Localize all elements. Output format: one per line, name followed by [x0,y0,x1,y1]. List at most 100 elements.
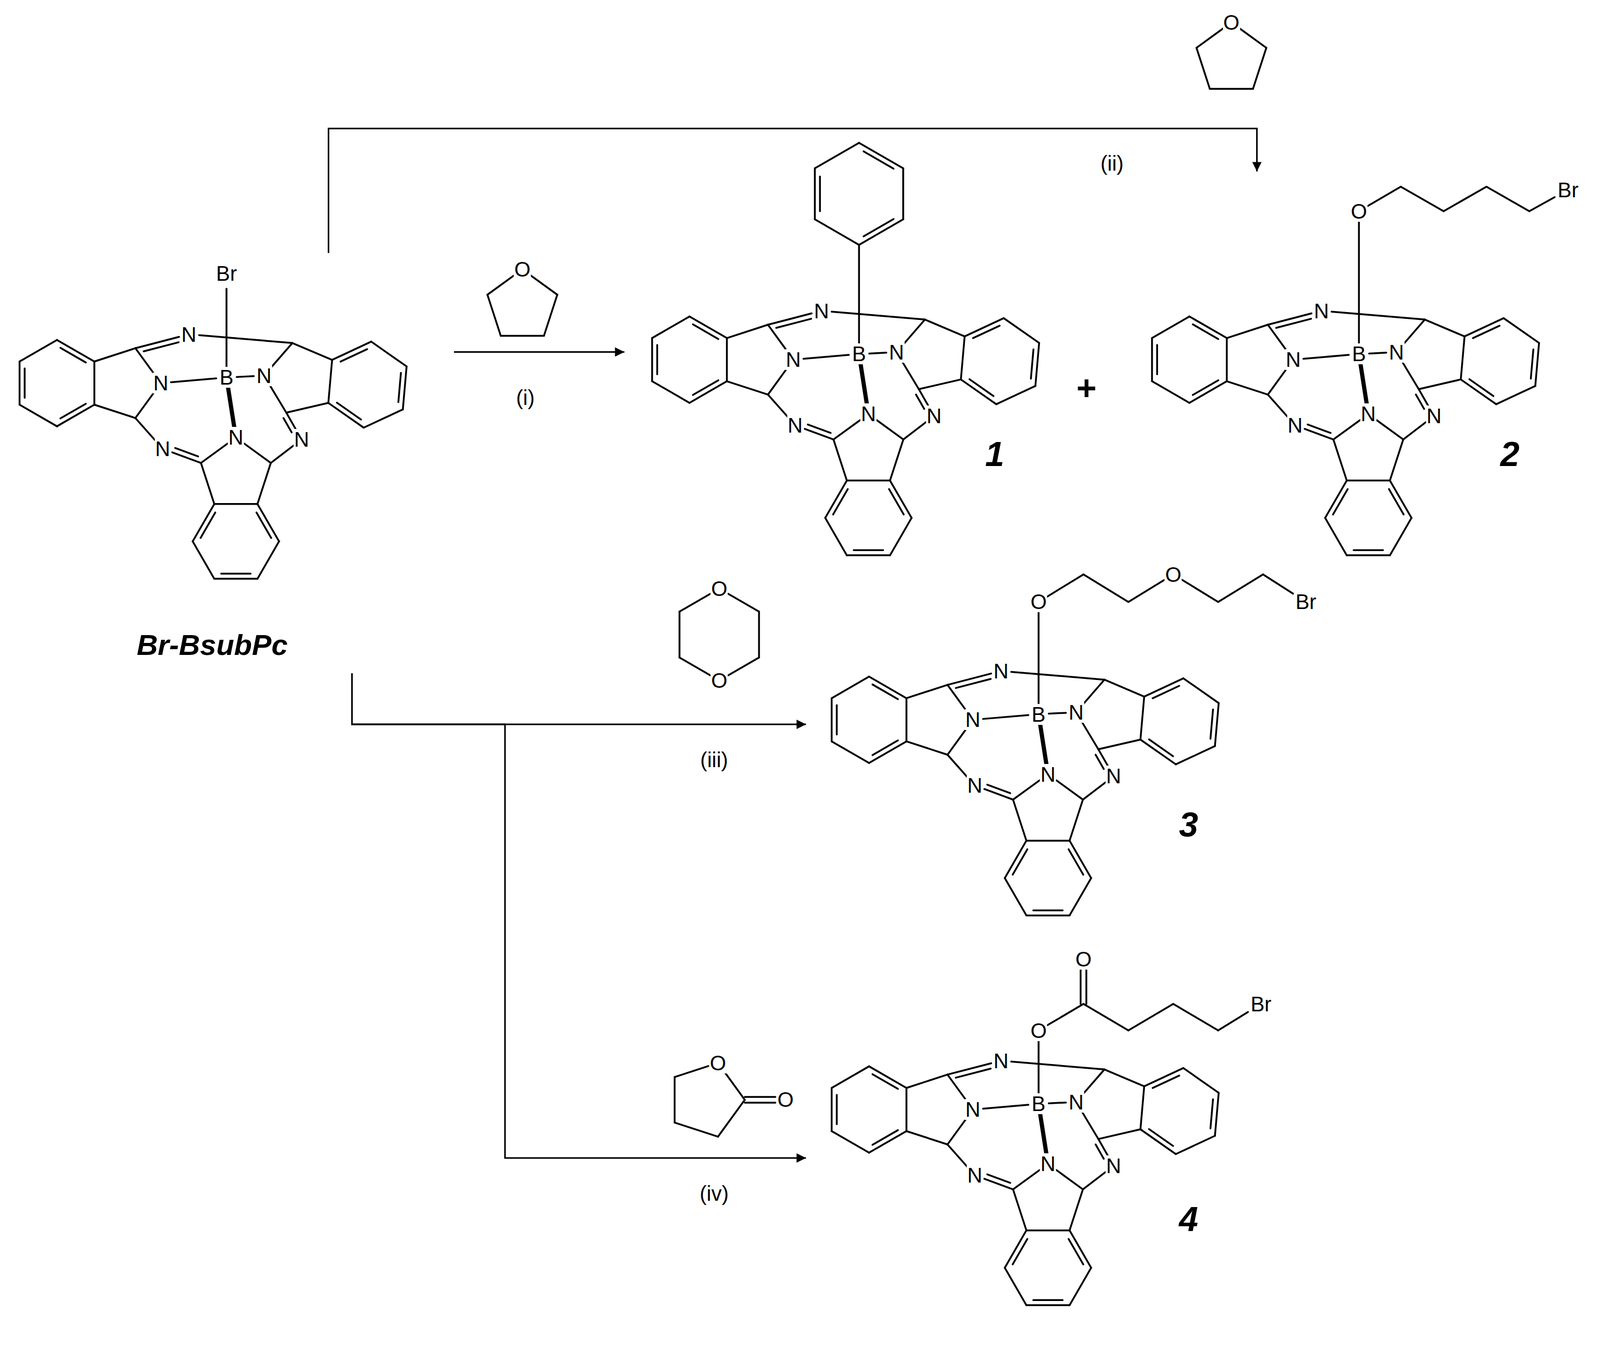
bond-line [674,1122,719,1137]
reaction-arrow [328,128,1258,253]
bond-line [814,168,817,220]
bond-line [1004,840,1026,879]
edge-group [328,128,1258,1158]
bond-line [1152,1075,1180,1089]
bond-line [1140,696,1144,740]
bond-line [1069,878,1092,916]
bond-line [1226,324,1269,339]
bond-line [1424,319,1465,337]
compound: 4 [805,938,1327,1322]
bond-line [135,418,156,441]
bond-line [1012,849,1028,875]
atom-label: N [1285,349,1302,370]
bond-line [487,275,515,295]
atom-label: B [219,366,235,388]
bond-line [1083,1004,1129,1031]
bond-line [200,512,216,539]
bond-line [500,335,545,338]
bond-line [1530,349,1534,379]
bond-line [825,480,847,519]
bond-line [1047,1004,1084,1026]
bond-line [1040,724,1047,764]
atom-label: O [710,578,728,600]
bond-line [1209,88,1253,91]
atom-label: O [709,1052,727,1074]
atom-label: N [964,1099,982,1120]
bond-line [846,479,891,482]
atom-label: N [228,426,245,448]
bond-line [804,428,834,440]
bond-line [947,673,992,686]
bond-line [1081,721,1099,750]
bond-line [135,337,179,349]
bond-line [1012,1238,1028,1265]
bond-line [530,275,558,295]
bond-line [1012,780,1040,800]
bond-line [1415,394,1425,410]
bond-line [1085,969,1088,1004]
bond-line [1069,799,1084,841]
bond-line [1460,379,1497,404]
bond-line [853,549,883,552]
bond-line [1098,749,1109,768]
bond-line [889,488,904,515]
bond-line [1360,364,1367,404]
bond-line [983,1104,1029,1109]
bond-line [906,1130,948,1145]
bond-line [1469,379,1494,397]
bond-line [171,378,217,382]
bond-line [744,1101,776,1104]
bond-line [1324,480,1347,519]
bond-line [872,740,899,756]
bond-line [1275,318,1311,328]
bond-line [656,344,659,375]
bond-line [858,219,904,245]
reaction-arrow [351,673,806,725]
bond-line [947,1063,992,1075]
bond-line [1104,679,1144,697]
bond-line [833,420,861,440]
atom-label: N [1425,405,1442,427]
bond-line [270,342,293,368]
bond-line [955,678,991,688]
bond-line [1128,579,1165,603]
atom-label: N [1040,763,1057,785]
bond-line [1535,342,1539,386]
bond-line [955,1068,991,1078]
bond-line [19,339,57,362]
bond-line [172,452,201,463]
bond-line [1040,1114,1047,1154]
bond-line [807,424,831,433]
bond-line [915,394,925,410]
bond-line [1149,1129,1174,1146]
bond-line [984,789,1013,800]
bond-line [1003,318,1040,343]
bond-line [1026,914,1070,917]
bond-line [18,361,21,405]
bond-line [868,1066,907,1088]
bond-line [825,517,847,556]
bond-line [830,698,833,742]
bond-line [1048,1102,1067,1104]
bond-line [1152,316,1190,338]
bond-line [987,784,1011,794]
bond-line [328,402,364,428]
bond-line [918,379,962,390]
bond-line [768,394,789,418]
bond-line [175,447,199,457]
bond-line [803,354,850,359]
bond-line [693,324,719,340]
bond-line [286,402,329,413]
bond-line [652,381,690,403]
bond-line [1324,517,1347,556]
atom-label: O [513,258,531,280]
bond-line [872,1073,899,1089]
bond-line [1033,1299,1063,1302]
bond-line [244,443,271,463]
bond-line [1333,439,1347,481]
bond-line [1486,186,1530,212]
bond-line [846,554,891,557]
reaction-condition: (ii) [1099,152,1126,174]
bond-line [863,219,894,237]
bond-line [1226,381,1269,396]
